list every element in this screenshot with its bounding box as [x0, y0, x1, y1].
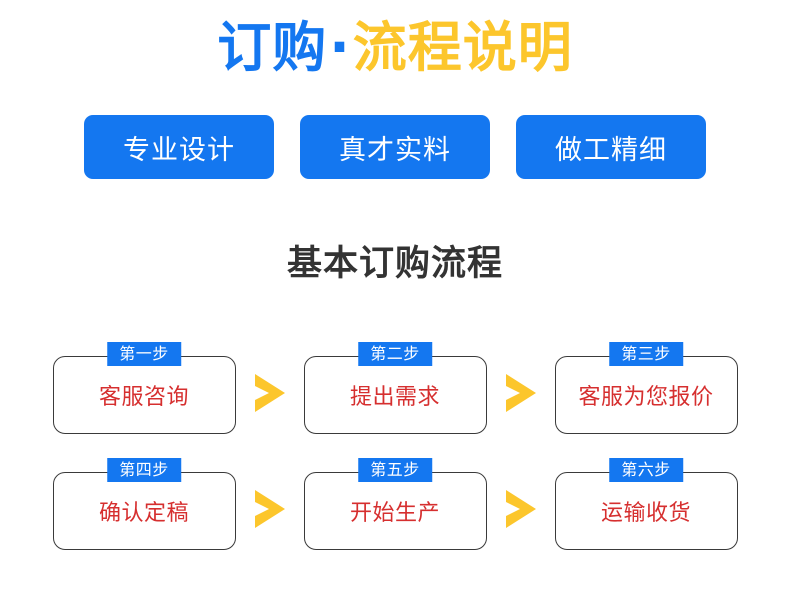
flow-step-badge: 第六步	[609, 458, 683, 482]
flow-step-6[interactable]: 运输收货 第六步	[554, 458, 738, 550]
flow-step-box: 提出需求	[303, 356, 487, 434]
flow-step-3[interactable]: 客服为您报价 第三步	[554, 342, 738, 434]
flow-step-label: 运输收货	[600, 501, 691, 526]
flow-step-label: 开始生产	[349, 501, 440, 526]
section-heading: 基本订购流程	[286, 244, 503, 284]
flow-step-label: 客服为您报价	[578, 385, 714, 410]
title-separator-dot: ·	[329, 16, 351, 79]
flow-step-box: 运输收货	[554, 472, 738, 550]
flow-step-box: 确认定稿	[52, 472, 236, 550]
flow-row-2: 确认定稿 第四步 开始生产 第五步	[0, 452, 790, 556]
flow-arrow-2	[487, 342, 555, 434]
flow-step-label: 客服咨询	[98, 385, 189, 410]
flow-step-badge: 第三步	[609, 342, 683, 366]
process-flow-diagram: 客服咨询 第一步 提出需求 第二步	[0, 336, 790, 556]
feature-button-row: 专业设计 真才实料 做工精细	[0, 115, 790, 179]
chevron-right-icon	[505, 490, 536, 528]
flow-arrow-1	[236, 342, 304, 434]
flow-step-box: 客服咨询	[52, 356, 236, 434]
flow-step-badge: 第四步	[107, 458, 181, 482]
flow-step-box: 开始生产	[303, 472, 487, 550]
page-title-primary: 订购	[217, 16, 328, 79]
flow-step-2[interactable]: 提出需求 第二步	[303, 342, 487, 434]
chevron-right-icon	[254, 490, 285, 528]
feature-button-label: 真才实料	[339, 134, 451, 166]
flow-arrow-4	[487, 458, 555, 550]
chevron-right-icon	[505, 374, 536, 412]
feature-button-design[interactable]: 专业设计	[84, 115, 274, 179]
page-title: 订购·流程说明	[0, 18, 790, 77]
flow-step-label: 提出需求	[349, 385, 440, 410]
chevron-right-icon	[254, 374, 285, 412]
flow-step-1[interactable]: 客服咨询 第一步	[52, 342, 236, 434]
flow-row-1: 客服咨询 第一步 提出需求 第二步	[0, 336, 790, 440]
flow-step-4[interactable]: 确认定稿 第四步	[52, 458, 236, 550]
feature-button-label: 专业设计	[123, 134, 235, 166]
feature-button-materials[interactable]: 真才实料	[300, 115, 490, 179]
flow-step-badge: 第二步	[358, 342, 432, 366]
flow-arrow-3	[236, 458, 304, 550]
page-title-secondary: 流程说明	[352, 16, 573, 79]
flow-step-5[interactable]: 开始生产 第五步	[303, 458, 487, 550]
flow-step-label: 确认定稿	[98, 501, 189, 526]
flow-step-badge: 第五步	[358, 458, 432, 482]
flow-step-badge: 第一步	[107, 342, 181, 366]
flow-step-box: 客服为您报价	[554, 356, 738, 434]
feature-button-label: 做工精细	[555, 134, 667, 166]
feature-button-craftsmanship[interactable]: 做工精细	[516, 115, 706, 179]
